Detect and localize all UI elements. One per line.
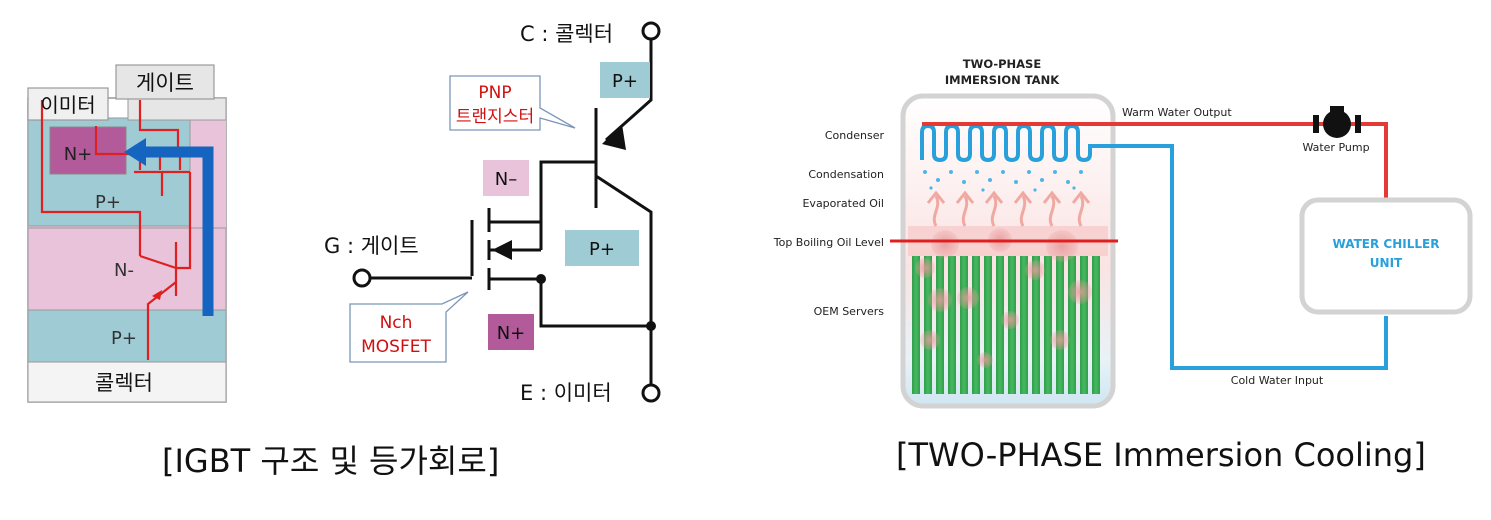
pnp-callout-bubble: [449, 75, 576, 131]
warm-water-pipe: [922, 122, 1388, 198]
gate-label: 게이트: [136, 71, 194, 95]
warm-water-label: Warm Water Output: [1122, 106, 1232, 119]
junction-dot-emitter: [646, 321, 656, 331]
water-pump-icon: [1313, 106, 1361, 138]
gate-box: [115, 64, 215, 100]
collector-terminal-icon: [641, 21, 661, 41]
condensation-droplets: [923, 170, 1083, 192]
boiling-bubbles: [915, 228, 1092, 368]
boiling-level-label: Top Boiling Oil Level: [773, 236, 884, 249]
igbt-red-emitter-wire: [40, 100, 142, 256]
collector-label: 콜렉터: [95, 371, 153, 395]
collector-metal: [27, 361, 227, 403]
current-flow-arrow: [140, 146, 214, 316]
mosfet-arrow-icon: [492, 240, 512, 260]
equivalent-circuit-labels: P+ N– P+ N+ PNP 트랜지스터 Nch MOSFET C : 콜렉터…: [324, 22, 650, 405]
condenser-coil: [920, 123, 1092, 163]
tank-title-line2: IMMERSION TANK: [945, 73, 1060, 87]
oem-servers-label: OEM Servers: [814, 305, 885, 318]
condensation-label: Condensation: [808, 168, 884, 181]
nch-callout-line1: Nch: [380, 313, 413, 333]
emitter-terminal-icon: [641, 383, 661, 403]
gate-oxide-bar: [127, 97, 227, 121]
immersion-cooling: WATER CHILLER UNIT TWO-PHASE IMMERSION T…: [773, 57, 1473, 409]
n-plus-label: N+: [64, 144, 93, 165]
igbt-red-gate-wire: [138, 100, 180, 150]
igbt-red-side-wire: [176, 194, 192, 270]
cold-water-label: Cold Water Input: [1231, 374, 1324, 387]
pnp-arrow-icon: [602, 124, 626, 150]
caption-igbt: [IGBT 구조 및 등가회로]: [162, 442, 500, 480]
evaporation-arrows: [926, 190, 1091, 227]
p-plus-mid-label: P+: [589, 239, 615, 260]
equivalent-circuit: [352, 21, 661, 403]
nch-callout-line2: MOSFET: [361, 337, 431, 357]
chiller-label-line1: WATER CHILLER: [1333, 237, 1440, 251]
p-plus-lower-label: P+: [111, 328, 137, 349]
evaporated-oil-label: Evaporated Oil: [802, 197, 884, 210]
junction-dot-mosfet: [536, 274, 546, 284]
gate-terminal-icon: [352, 268, 372, 288]
gate-terminal-label: G : 게이트: [324, 234, 419, 258]
p-plus-upper-label: P+: [95, 192, 121, 213]
igbt-structure: 게이트 이미터 N+ P+ N- P+ 콜렉터: [27, 64, 227, 403]
n-plus-box: [488, 314, 534, 350]
n-plus-circuit-label: N+: [497, 323, 526, 344]
p-plus-mid-box: [565, 230, 639, 266]
water-chiller-unit: [1299, 197, 1473, 315]
region-n-minus: [27, 227, 227, 311]
emitter-label: 이미터: [40, 93, 95, 117]
emitter-terminal-label: E : 이미터: [520, 381, 612, 405]
n-minus-circuit-label: N–: [495, 169, 517, 190]
region-p-plus-lower: [27, 309, 227, 363]
tank-title-line1: TWO-PHASE: [963, 57, 1042, 71]
igbt-red-inner-wire: [94, 126, 134, 156]
current-flow-arrowhead: [124, 138, 146, 166]
chiller-label-line2: UNIT: [1370, 256, 1403, 270]
nch-callout-bubble: [349, 291, 469, 363]
pnp-callout-line1: PNP: [478, 83, 511, 103]
region-n-plus: [49, 126, 127, 175]
collector-terminal-label: C : 콜렉터: [520, 22, 613, 46]
caption-immersion: [TWO-PHASE Immersion Cooling]: [896, 436, 1426, 474]
n-minus-label: N-: [114, 260, 134, 281]
pnp-callout-line2: 트랜지스터: [456, 107, 534, 127]
n-minus-box: [483, 160, 529, 196]
p-plus-top-label: P+: [612, 71, 638, 92]
p-plus-top-box: [600, 62, 650, 98]
water-pump-label: Water Pump: [1302, 141, 1369, 154]
cold-water-pipe: [1090, 144, 1388, 370]
igbt-red-bjt-arrow: [152, 290, 162, 300]
condenser-label: Condenser: [825, 129, 885, 142]
